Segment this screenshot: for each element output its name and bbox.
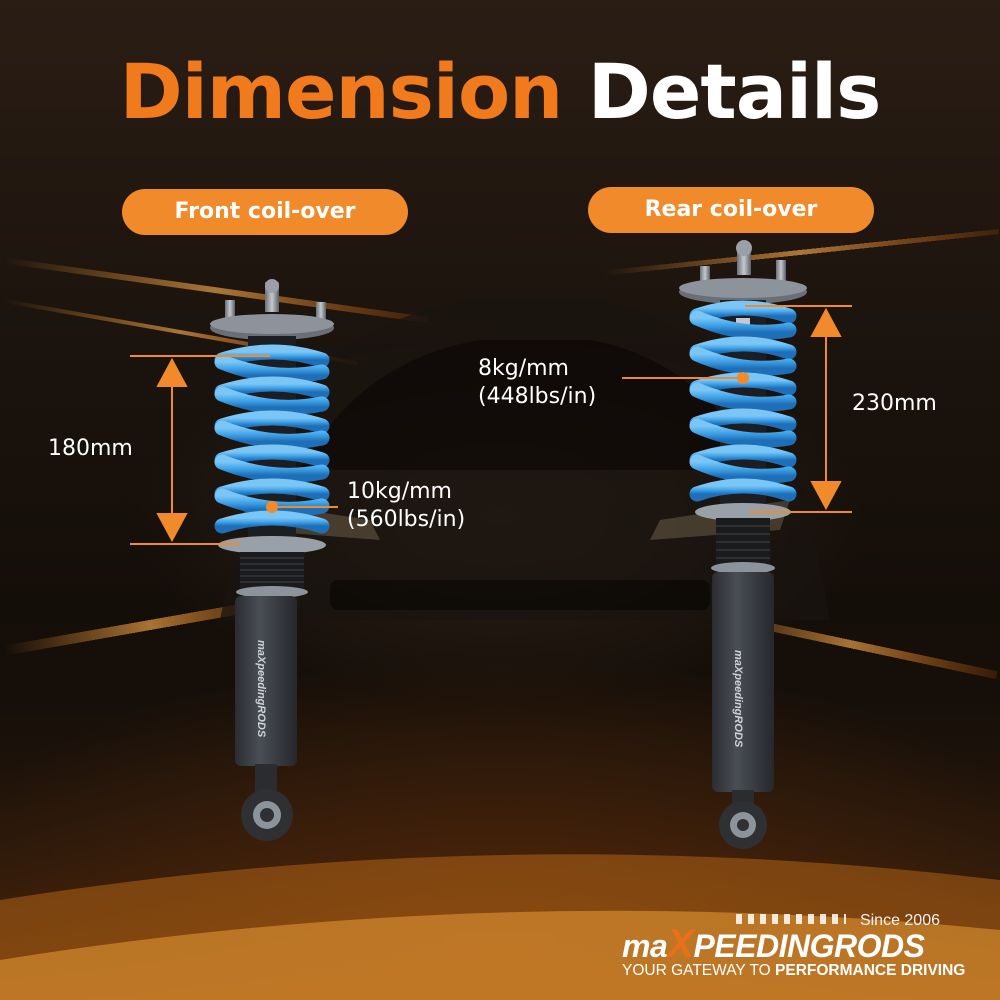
logo-wordmark: maXPEEDINGRODS (622, 922, 925, 966)
front-spring-rate: 10kg/mm (560lbs/in) (347, 478, 465, 534)
front-rate-kg: 10kg/mm (347, 479, 452, 504)
dimension-arrow-icon (130, 355, 270, 545)
front-coilover-label: Front coil-over (122, 189, 408, 235)
rear-coilover: maXpeedingRODS (679, 240, 807, 849)
shock-brand-print: maXpeedingRODS (255, 640, 267, 738)
title-word-details: Details (587, 47, 882, 136)
brand-logo: Since 2006 maXPEEDINGRODS YOUR GATEWAY T… (618, 908, 965, 988)
shock-brand-print: maXpeedingRODS (732, 650, 744, 748)
logo-since: Since 2006 (859, 912, 940, 929)
rear-rate-kg: 8kg/mm (478, 356, 569, 381)
front-height-label: 180mm (48, 436, 133, 461)
rear-coilover-label: Rear coil-over (588, 187, 874, 233)
logo-tagline: YOUR GATEWAY TO PERFORMANCE DRIVING (622, 962, 966, 979)
spring-rate-pointer (266, 501, 338, 513)
spring-rate-pointer (622, 372, 749, 384)
title-word-dimension: Dimension (119, 47, 564, 136)
spring-icon (689, 300, 797, 502)
rear-rate-lbs: (448lbs/in) (478, 384, 597, 409)
rear-spring-rate: 8kg/mm (448lbs/in) (478, 355, 596, 411)
rear-height-label: 230mm (852, 391, 937, 416)
front-coilover: maXpeedingRODS (210, 279, 334, 841)
spring-icon (214, 344, 330, 534)
checkered-flag-icon (736, 914, 846, 924)
page-title: Dimension Details (0, 42, 1000, 142)
front-rate-lbs: (560lbs/in) (347, 507, 466, 532)
dimension-arrow-icon (745, 305, 852, 513)
